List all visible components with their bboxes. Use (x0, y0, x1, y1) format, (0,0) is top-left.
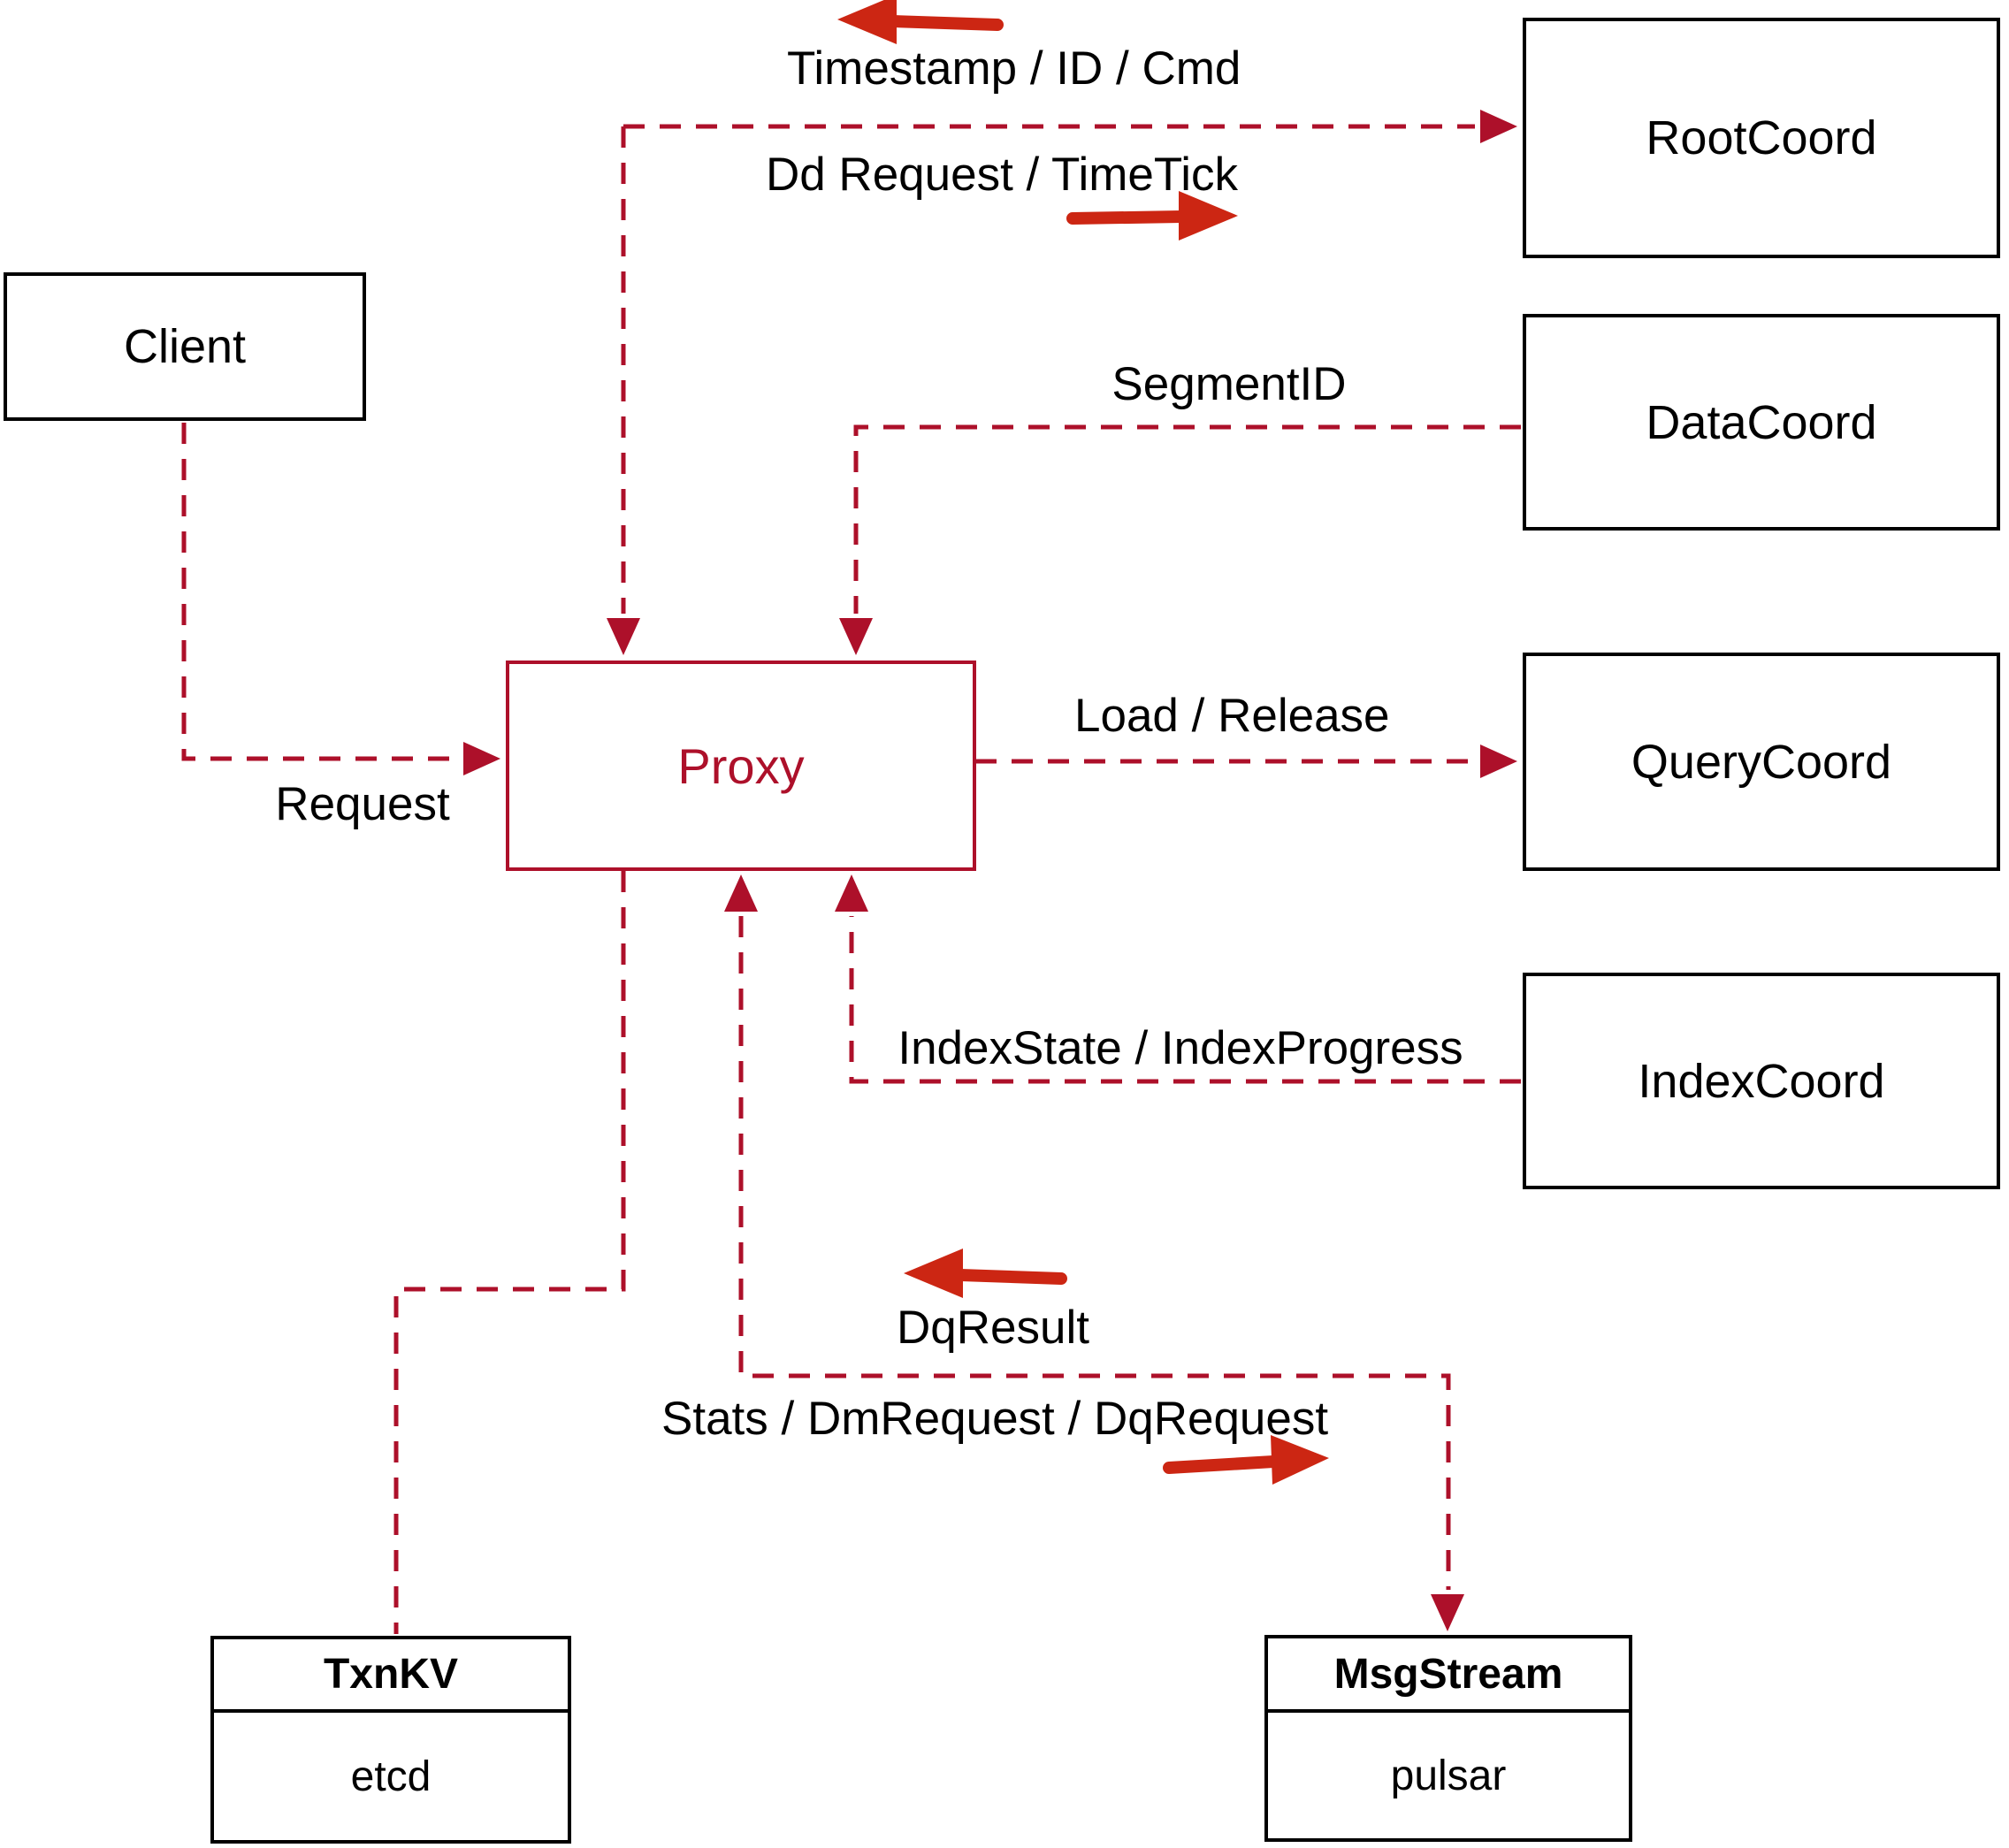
node-msgstream-title: MsgStream (1268, 1638, 1629, 1713)
node-client: Client (4, 272, 366, 421)
node-proxy-label: Proxy (677, 737, 805, 794)
direction-arrow-dqresult-shaft (954, 1269, 1067, 1285)
arrowhead-into-querycoord (1480, 745, 1517, 778)
direction-arrow-stats-head (1271, 1435, 1329, 1485)
node-indexcoord-label: IndexCoord (1638, 1054, 1885, 1108)
edge-client-proxy-line (181, 423, 458, 761)
edge-label-segmentid: SegmentID (1111, 358, 1347, 410)
direction-arrow-timestamp-head (837, 0, 897, 44)
direction-arrow-timestamp-shaft (887, 15, 1004, 31)
arrowhead-into-proxy-bottom-right (835, 874, 868, 912)
node-txnkv: TxnKV etcd (210, 1636, 571, 1844)
node-msgstream: MsgStream pulsar (1264, 1635, 1632, 1842)
edge-label-request: Request (275, 778, 450, 830)
arrowhead-into-proxy-top-right (839, 618, 873, 655)
node-txnkv-title: TxnKV (214, 1639, 568, 1713)
direction-arrow-stats-shaft (1163, 1455, 1279, 1474)
direction-arrow-ddrequest-head (1179, 191, 1238, 241)
edge-label-timestamp-id-cmd: Timestamp / ID / Cmd (787, 42, 1241, 95)
node-indexcoord: IndexCoord (1523, 973, 2000, 1189)
edge-label-stats-dmrequest-dqrequest: Stats / DmRequest / DqRequest (661, 1393, 1329, 1445)
arrowhead-into-proxy-left (463, 742, 500, 775)
edge-label-indexstate-indexprogress: IndexState / IndexProgress (898, 1022, 1463, 1074)
edge-proxy-rootcoord-line (621, 124, 1475, 614)
edge-proxy-datacoord-line (853, 424, 1521, 614)
edge-label-dd-request-timetick: Dd Request / TimeTick (765, 149, 1239, 201)
arrowhead-into-proxy-bottom-left (724, 874, 758, 912)
direction-arrow-ddrequest-shaft (1066, 210, 1188, 225)
arrowhead-into-msgstream (1431, 1594, 1464, 1631)
node-querycoord-label: QueryCoord (1631, 735, 1892, 789)
node-msgstream-value: pulsar (1390, 1752, 1507, 1799)
node-rootcoord-label: RootCoord (1646, 111, 1877, 164)
edge-label-load-release: Load / Release (1074, 690, 1390, 742)
edge-proxy-msgstream-line (738, 916, 1451, 1590)
node-rootcoord: RootCoord (1523, 18, 2000, 258)
edge-label-dqresult: DqResult (897, 1302, 1089, 1354)
node-txnkv-value: etcd (350, 1753, 432, 1800)
edge-proxy-indexcoord-line (849, 916, 1521, 1084)
node-datacoord: DataCoord (1523, 314, 2000, 531)
node-datacoord-label: DataCoord (1646, 395, 1877, 449)
arrowhead-into-proxy-top-left (607, 618, 640, 655)
node-querycoord: QueryCoord (1523, 653, 2000, 871)
arrowhead-into-rootcoord (1480, 110, 1517, 143)
edge-proxy-txnkv-line (393, 871, 626, 1634)
node-client-label: Client (123, 320, 247, 373)
direction-arrow-dqresult-head (904, 1249, 963, 1298)
node-proxy: Proxy (506, 661, 976, 871)
